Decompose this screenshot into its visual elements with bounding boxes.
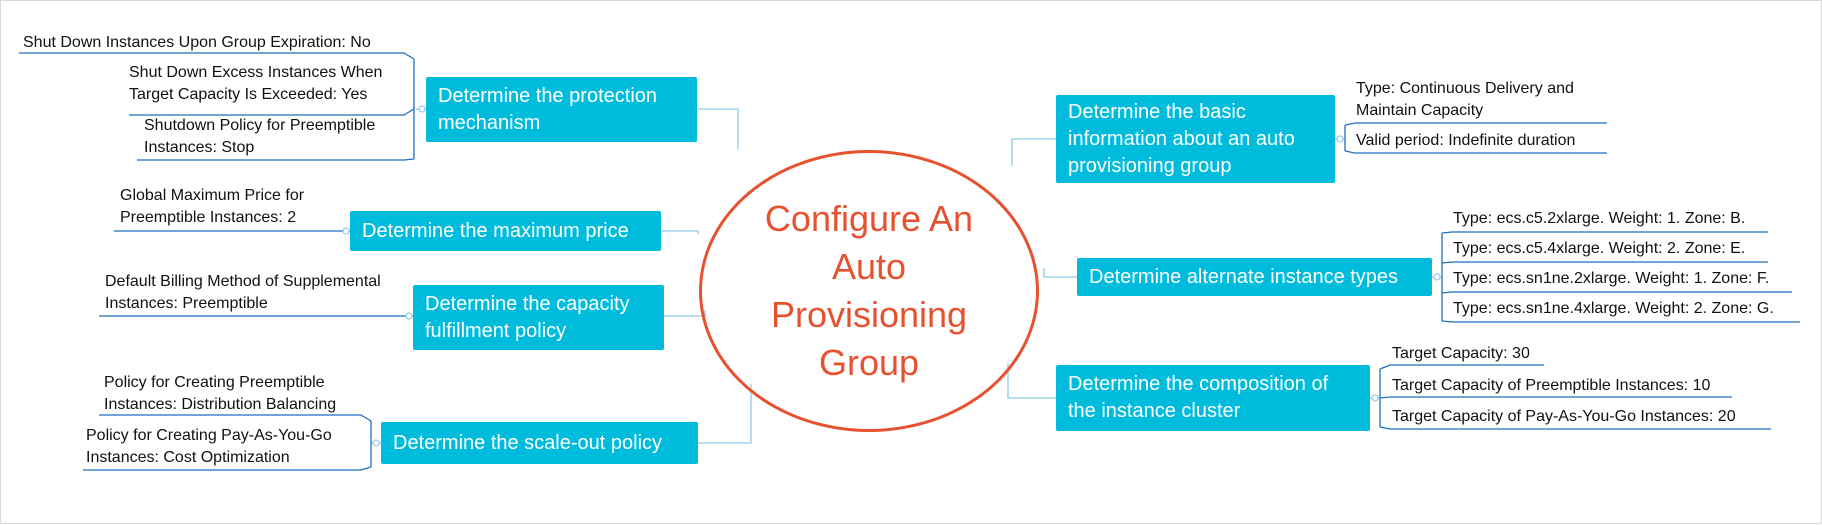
central-topic-title: Configure An Auto Provisioning Group (764, 198, 974, 383)
leaf-shut-down-excess-instances[interactable]: Shut Down Excess Instances When Target C… (129, 64, 383, 103)
leaf-valid-period[interactable]: Valid period: Indefinite duration (1356, 132, 1576, 149)
topic-label: Determine the scale-out policy (393, 431, 663, 454)
topic-scale-out-policy[interactable]: Determine the scale-out policy (381, 422, 698, 464)
topic-basic-information[interactable]: Determine the basic information about an… (1056, 95, 1335, 183)
topic-label: Determine the basic information about an… (1068, 100, 1295, 177)
topic-label: Determine the maximum price (362, 219, 629, 242)
topic-capacity-fulfillment-policy[interactable]: Determine the capacity fulfillment polic… (413, 285, 664, 350)
leaf-instance-type-c5-2xlarge[interactable]: Type: ecs.c5.2xlarge. Weight: 1. Zone: B… (1453, 210, 1746, 227)
leaf-default-billing-method[interactable]: Default Billing Method of Supplemental I… (105, 273, 381, 312)
topic-protection-mechanism[interactable]: Determine the protection mechanism (426, 77, 697, 142)
topic-label: Determine the composition of the instanc… (1068, 373, 1329, 422)
leaf-shut-down-upon-expiration[interactable]: Shut Down Instances Upon Group Expiratio… (23, 34, 371, 51)
leaf-creating-pay-as-you-go-policy[interactable]: Policy for Creating Pay-As-You-Go Instan… (86, 427, 332, 466)
topic-label: Determine alternate instance types (1089, 265, 1399, 288)
leaf-target-capacity-preemptible[interactable]: Target Capacity of Preemptible Instances… (1392, 377, 1711, 394)
leaf-target-capacity[interactable]: Target Capacity: 30 (1392, 345, 1530, 362)
leaf-instance-type-sn1ne-2xlarge[interactable]: Type: ecs.sn1ne.2xlarge. Weight: 1. Zone… (1453, 270, 1770, 287)
leaf-target-capacity-pay-as-you-go[interactable]: Target Capacity of Pay-As-You-Go Instanc… (1392, 408, 1736, 425)
topic-alternate-instance-types[interactable]: Determine alternate instance types (1077, 258, 1432, 296)
leaf-shutdown-policy-preemptible[interactable]: Shutdown Policy for Preemptible Instance… (144, 117, 376, 156)
topic-label: Determine the protection mechanism (438, 84, 658, 134)
topic-label: Determine the capacity fulfillment polic… (425, 292, 630, 342)
leaf-creating-preemptible-policy[interactable]: Policy for Creating Preemptible Instance… (104, 374, 337, 413)
topic-instance-cluster-composition[interactable]: Determine the composition of the instanc… (1056, 365, 1370, 431)
central-topic[interactable]: Configure An Auto Provisioning Group (699, 150, 1039, 432)
leaf-global-maximum-price[interactable]: Global Maximum Price for Preemptible Ins… (120, 187, 305, 226)
leaf-instance-type-sn1ne-4xlarge[interactable]: Type: ecs.sn1ne.4xlarge. Weight: 2. Zone… (1453, 300, 1774, 317)
topic-maximum-price[interactable]: Determine the maximum price (350, 211, 661, 251)
leaf-group-type[interactable]: Type: Continuous Delivery and Maintain C… (1356, 80, 1574, 119)
leaf-instance-type-c5-4xlarge[interactable]: Type: ecs.c5.4xlarge. Weight: 2. Zone: E… (1453, 240, 1746, 257)
